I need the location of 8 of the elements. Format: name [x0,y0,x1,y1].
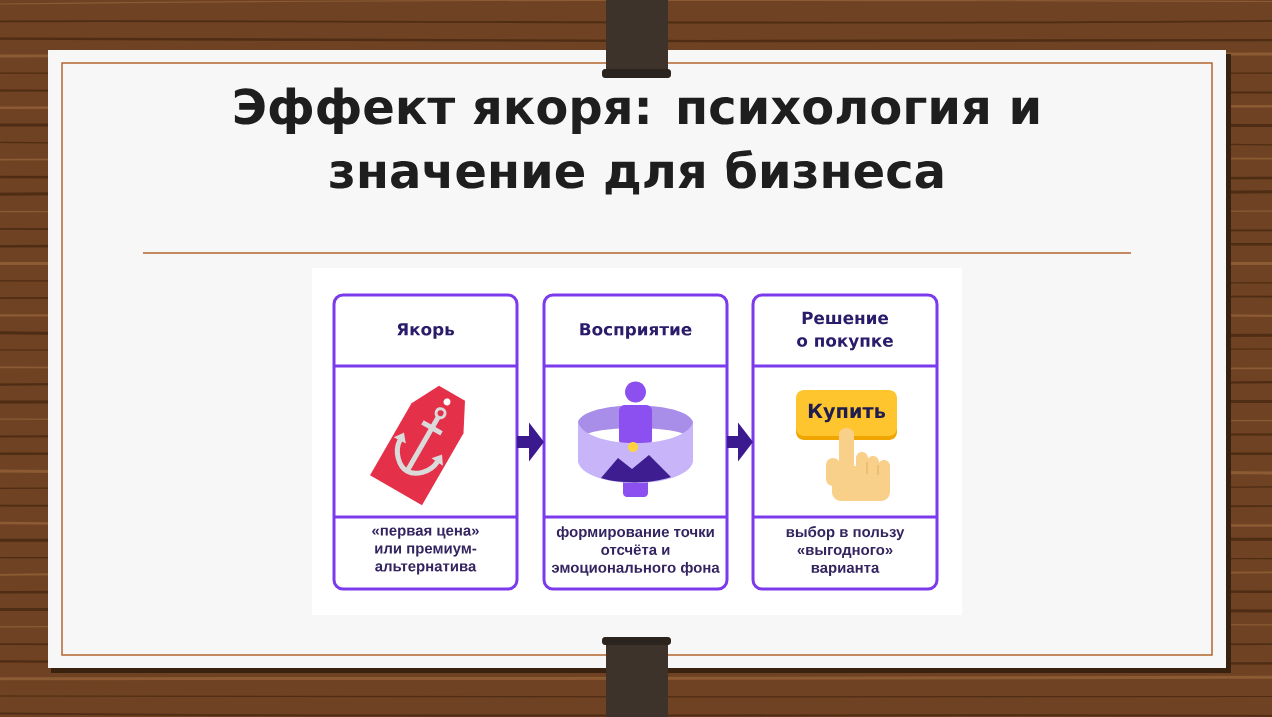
card-heading: Решение о покупке [797,311,893,351]
card-heading: Восприятие [580,323,692,339]
card-text: «первая цена» или премиум-альтернатива [372,527,479,575]
card-text: выбор в пользу «выгодного» варианта [786,526,905,576]
card-heading: Якорь [397,323,454,339]
card-text: формирование точки отсчёта и эмоционального фона [551,526,720,576]
title: Эффект якоря: психология и значение для бизнеса [234,87,1039,195]
buy-button: Купить [796,390,897,440]
